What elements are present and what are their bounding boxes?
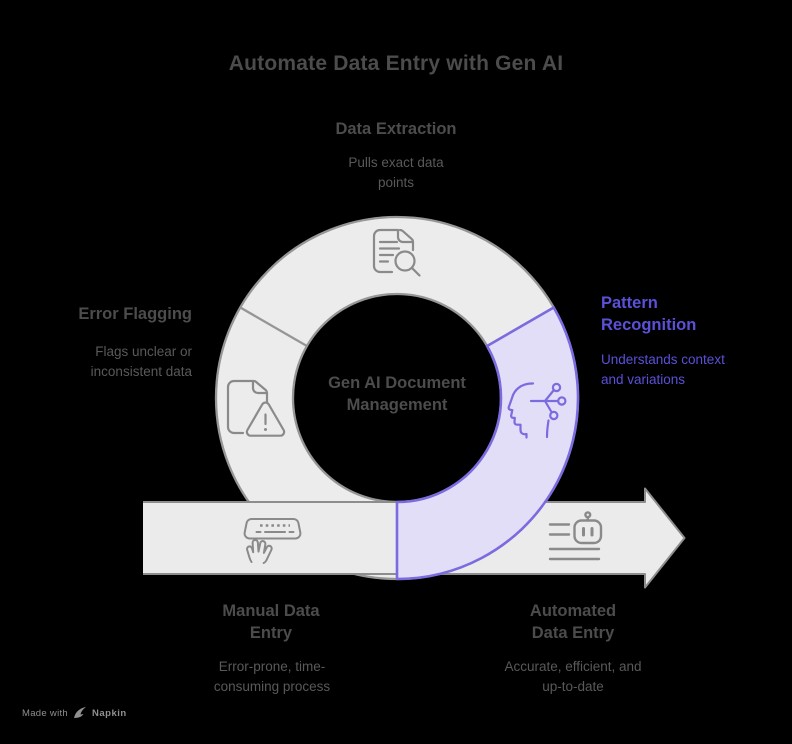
watermark: Made with Napkin	[22, 706, 127, 720]
label-pattern-recognition: Pattern Recognition	[601, 294, 697, 334]
page-title: Automate Data Entry with Gen AI	[228, 52, 564, 75]
desc-error-flagging: Flags unclear or inconsistent data	[90, 344, 192, 379]
watermark-brand: Napkin	[92, 707, 127, 719]
doc-outline	[226, 379, 255, 435]
center-label: Gen AI Document Management	[328, 374, 466, 414]
warning-exclamation-dot	[264, 428, 267, 431]
magnifier-lens	[394, 250, 416, 272]
circuit-node	[551, 382, 562, 393]
doc-outline	[372, 228, 400, 274]
robot-antenna-tip	[584, 511, 592, 519]
ai-head-circuit-icon	[507, 382, 567, 439]
circuit-node	[557, 396, 567, 406]
magnifier-handle	[410, 266, 421, 277]
circuit-branches	[529, 389, 560, 414]
desc-manual-data-entry: Error-prone, time-consuming process	[213, 659, 331, 694]
list-lines	[548, 523, 601, 561]
watermark-prefix: Made with	[22, 707, 68, 719]
keyboard-body	[243, 518, 302, 540]
typing-hands	[246, 539, 273, 564]
doc-text-lines	[378, 240, 401, 263]
label-data-extraction: Data Extraction	[335, 120, 457, 138]
label-error-flagging: Error Flagging	[78, 305, 192, 323]
robot-head	[573, 519, 603, 545]
napkin-pen-icon	[74, 707, 86, 718]
doc-fold	[251, 380, 269, 395]
segment-separator	[239, 306, 308, 347]
keyboard-typing-hands-icon	[243, 518, 302, 564]
document-search-icon	[372, 228, 421, 277]
label-manual-data-entry: Manual Data Entry	[222, 602, 320, 642]
robot-eyes	[582, 527, 594, 537]
document-warning-icon	[226, 379, 286, 437]
head-profile	[507, 382, 535, 439]
label-automated-data-entry: Automated Data Entry	[529, 602, 617, 642]
desc-pattern-recognition: Understands context and variations	[601, 352, 725, 387]
circuit-node	[549, 410, 559, 421]
doc-fold	[396, 229, 414, 244]
list-robot-icon	[548, 511, 603, 561]
desc-data-extraction: Pulls exact data points	[348, 155, 444, 190]
neck-line	[545, 419, 550, 439]
left-hand	[246, 539, 273, 564]
segment-pattern-recognition	[395, 306, 580, 581]
desc-automated-data-entry: Accurate, efficient, and up-to-date	[504, 659, 642, 694]
